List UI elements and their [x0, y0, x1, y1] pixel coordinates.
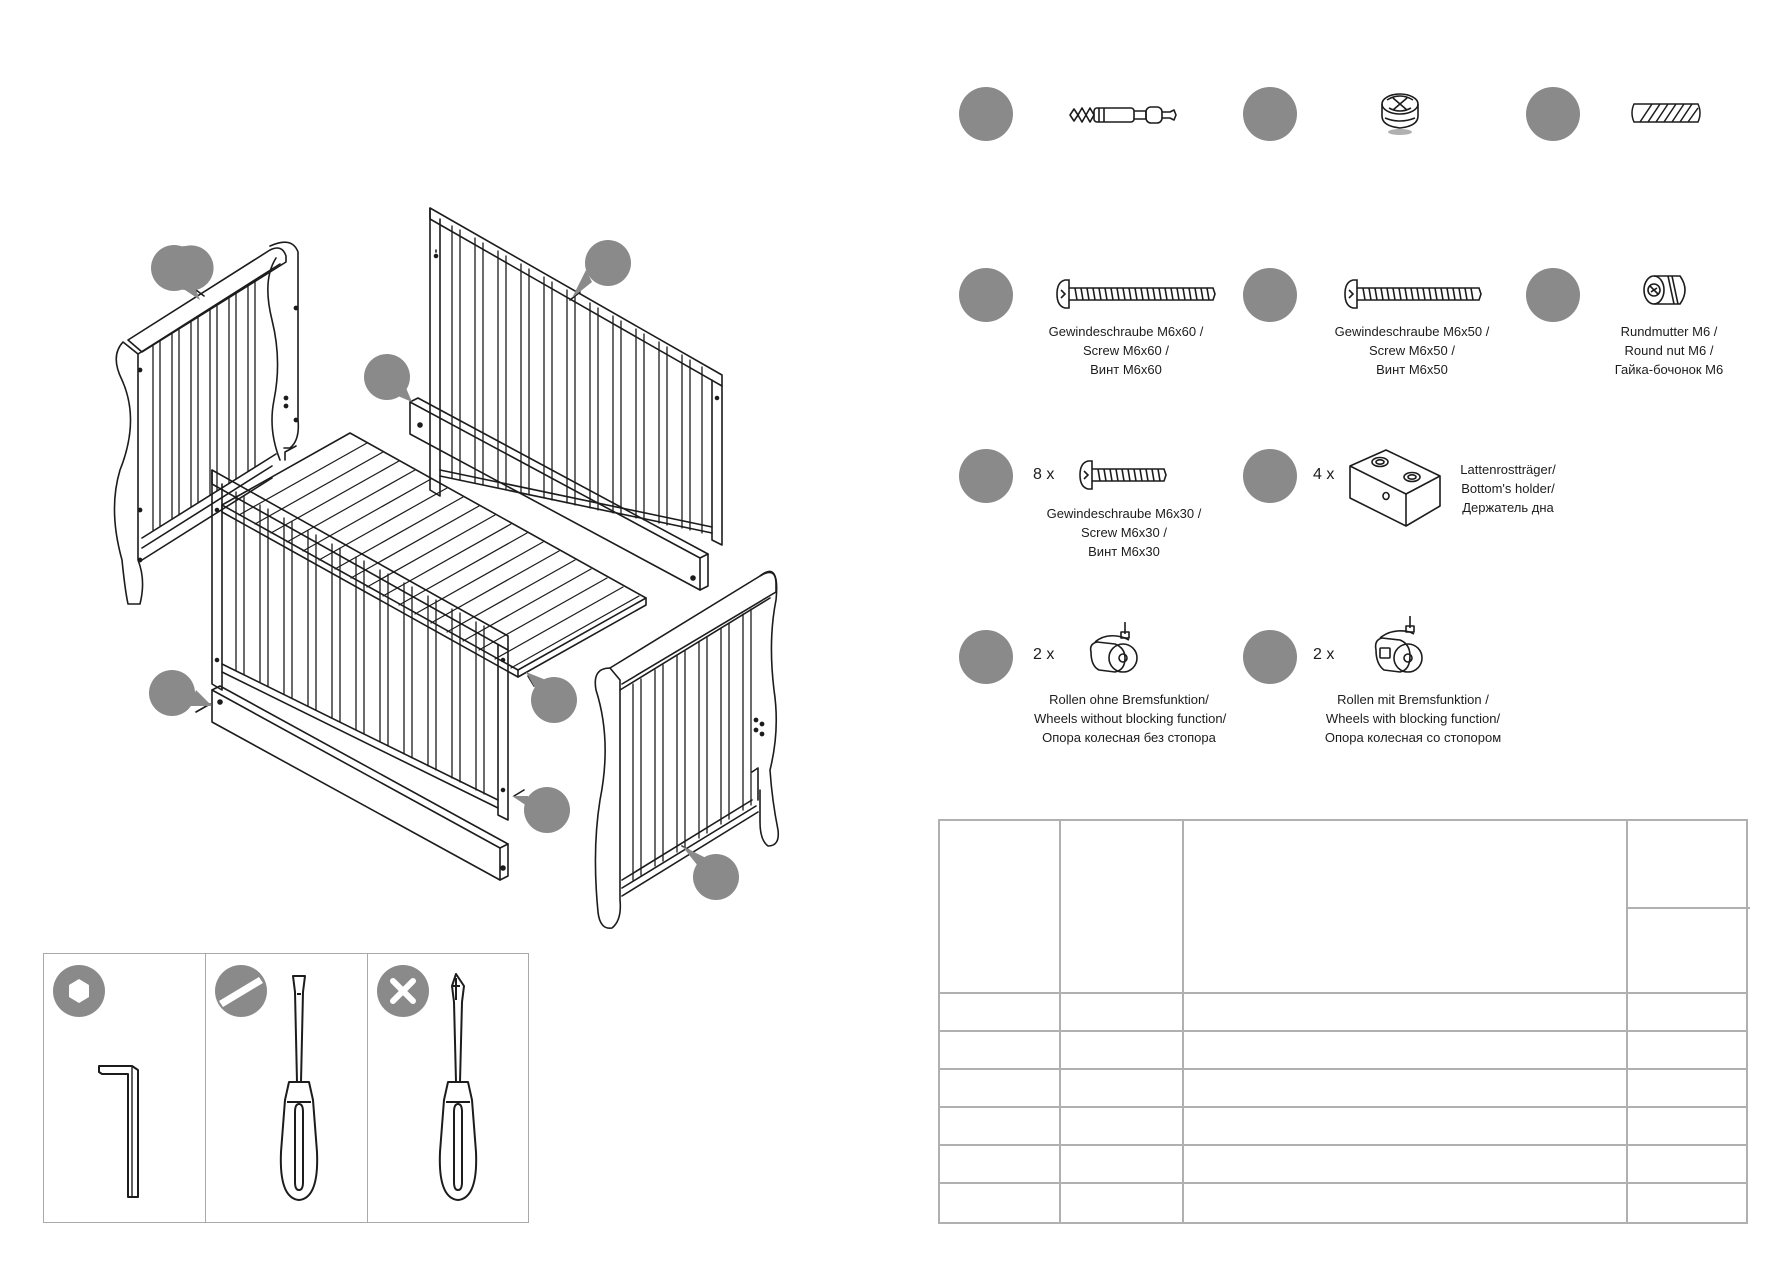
caption-screw-m6x30: Gewindeschraube M6x30 / Screw M6x30 / Ви… [1046, 506, 1202, 559]
left-end-panel [113, 241, 300, 605]
table-col-divider [1626, 821, 1628, 1222]
table-row [940, 1144, 1746, 1146]
tool-phillips-screwdriver [368, 954, 530, 1222]
table-row [940, 992, 1746, 994]
badge-wheel-plain [959, 630, 1013, 684]
qty-bottom-holder: 4 x [1313, 466, 1335, 483]
round-nut-icon [1643, 275, 1686, 305]
caption-screw-m6x60: Gewindeschraube M6x60 / Screw M6x60 / Ви… [1048, 324, 1204, 377]
slotted-head-icon [215, 965, 267, 1017]
caption-bottom-holder: Lattenrostträger/ Bottom's holder/ Держа… [1460, 462, 1556, 515]
front-bottom-rail [211, 685, 509, 881]
table-col-divider [1182, 821, 1184, 1222]
caster-wheel-brake-icon [1374, 616, 1423, 673]
tool-hex-key [44, 954, 206, 1222]
badge-screw-m6x50 [1243, 268, 1297, 322]
screw-icon [1056, 279, 1216, 309]
badge-bottom-holder [1243, 449, 1297, 503]
hex-key-icon [98, 1065, 139, 1198]
badge-wooden-dowel [1526, 87, 1580, 141]
badge-cam-bolt [959, 87, 1013, 141]
cross-head-icon [377, 965, 429, 1017]
caption-wheel-brake: Rollen mit Bremsfunktion / Wheels with b… [1324, 692, 1502, 745]
slatted-base [221, 432, 647, 678]
cam-bolt-icon [1069, 106, 1177, 124]
callout-badges [149, 240, 739, 900]
rear-side-panel [429, 207, 723, 546]
badge-screw-m6x30 [959, 449, 1013, 503]
tools-panel [43, 953, 529, 1223]
qty-wheel-plain: 2 x [1033, 646, 1055, 663]
hexagon-icon [53, 965, 105, 1017]
caption-wheel-plain: Rollen ohne Bremsfunktion/ Wheels withou… [1034, 692, 1227, 745]
table-row [940, 1068, 1746, 1070]
crib-exploded-view [113, 207, 780, 929]
caption-round-nut: Rundmutter M6 / Round nut M6 / Гайка-боч… [1614, 324, 1724, 377]
table-col-divider [1059, 821, 1061, 1222]
screw-icon [1344, 279, 1482, 309]
holder-block-icon [1349, 449, 1441, 527]
right-end-panel [594, 570, 780, 929]
caption-screw-m6x50: Gewindeschraube M6x50 / Screw M6x50 / Ви… [1334, 324, 1490, 377]
table-row [940, 1106, 1746, 1108]
badge-wheel-brake [1243, 630, 1297, 684]
parts-table [938, 819, 1750, 1224]
tool-flathead-screwdriver [206, 954, 368, 1222]
qty-wheel-brake: 2 x [1313, 646, 1335, 663]
table-header-split [1626, 907, 1750, 909]
table-row [940, 1182, 1746, 1184]
wooden-dowel-icon [1631, 103, 1701, 123]
flathead-screwdriver-icon [279, 975, 319, 1201]
badge-cam-lock [1243, 87, 1297, 141]
front-side-panel [211, 469, 509, 821]
badge-screw-m6x60 [959, 268, 1013, 322]
table-row [940, 1030, 1746, 1032]
qty-screw-m6x30: 8 x [1033, 466, 1055, 483]
cam-lock-icon [1381, 93, 1419, 135]
badge-round-nut [1526, 268, 1580, 322]
rear-bottom-rail [409, 397, 709, 591]
caster-wheel-icon [1089, 622, 1138, 673]
phillips-screwdriver-icon [438, 973, 478, 1201]
screw-icon [1079, 460, 1167, 490]
